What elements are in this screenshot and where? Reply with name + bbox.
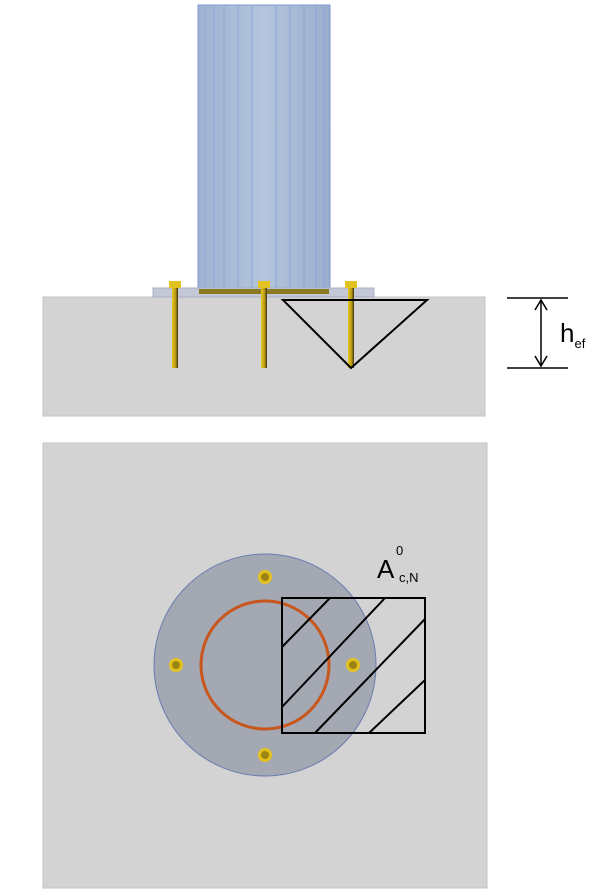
column-weld-ring <box>199 599 331 731</box>
ac0n-subscript: c,N <box>399 570 419 585</box>
steel-column <box>197 4 331 292</box>
hef-label: hef <box>560 318 586 351</box>
breakout-cone <box>280 299 430 370</box>
anchor-bolt <box>258 281 270 368</box>
anchor-bolt <box>169 281 181 368</box>
anchor-bolt-plan <box>258 748 272 762</box>
anchor-bolt <box>345 281 357 368</box>
dimension-hef <box>507 297 568 369</box>
plan-view: A 0 c,N <box>42 442 488 889</box>
projected-area-square <box>281 597 426 734</box>
anchor-bolt-plan <box>169 658 183 672</box>
anchor-bolt-plan <box>346 658 360 672</box>
base-plate-plan <box>153 553 377 777</box>
ac0n-label: A <box>377 554 395 584</box>
ac0n-superscript: 0 <box>396 543 403 558</box>
anchor-bolt-plan <box>258 570 272 584</box>
elevation-view: hef <box>42 4 586 417</box>
